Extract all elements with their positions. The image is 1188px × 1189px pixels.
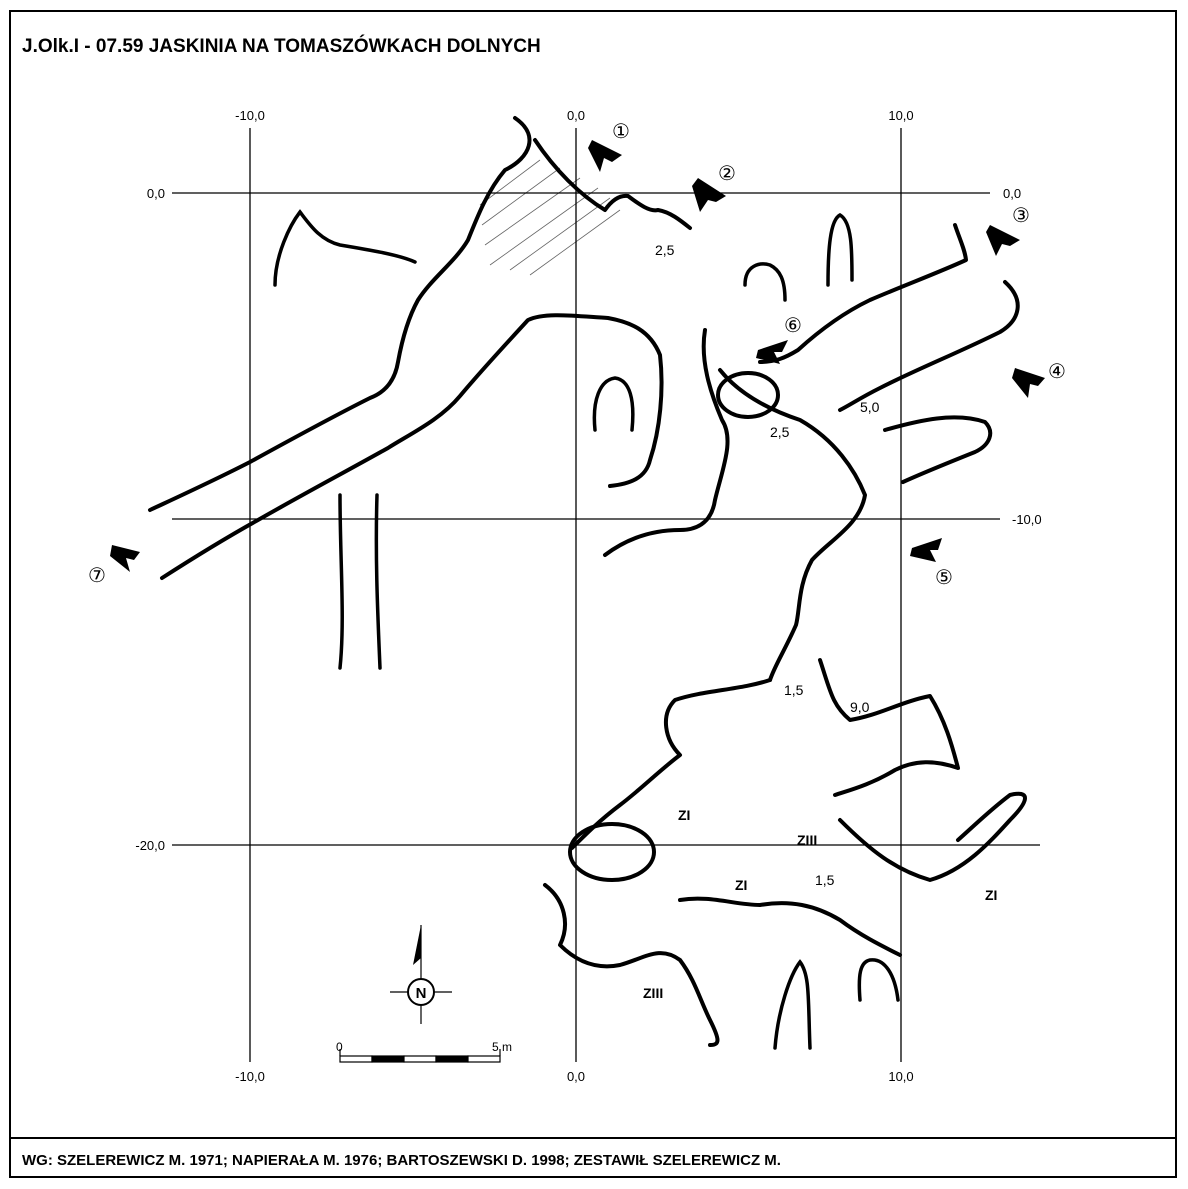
zone-label-1: ZI bbox=[678, 807, 690, 823]
map-title: J.Olk.I - 07.59 JASKINIA NA TOMASZÓWKACH… bbox=[22, 35, 541, 57]
entrance-label-5: ⑤ bbox=[935, 567, 953, 589]
y-tick-left-1: 0,0 bbox=[147, 186, 165, 201]
passage-southwest-loop bbox=[570, 678, 772, 850]
cave-passages bbox=[148, 116, 1027, 1047]
cross-section-7 bbox=[857, 958, 900, 1002]
zone-labels: ZI ZIII ZI ZI ZIII bbox=[643, 807, 997, 1001]
entrance-arrow-7 bbox=[110, 545, 140, 572]
passage-central-east bbox=[718, 368, 867, 682]
x-tick-bottom-3: 10,0 bbox=[888, 1069, 913, 1084]
cross-section-6 bbox=[773, 959, 812, 1050]
entrance-arrow-5 bbox=[910, 538, 942, 562]
entrance-arrows bbox=[110, 140, 1045, 572]
zone-label-3: ZI bbox=[735, 877, 747, 893]
y-tick-left-2: -20,0 bbox=[135, 838, 165, 853]
entrance-arrow-1 bbox=[588, 140, 622, 172]
y-tick-right-2: -10,0 bbox=[1012, 512, 1042, 527]
north-label: N bbox=[416, 985, 427, 1002]
passage-west-lower-wall bbox=[160, 313, 664, 580]
zone-label-2: ZIII bbox=[797, 832, 817, 848]
depth-label-5: 9,0 bbox=[850, 699, 870, 715]
cross-section-2 bbox=[743, 262, 787, 302]
pillar-east-1 bbox=[716, 371, 780, 419]
y-tick-right-1: 0,0 bbox=[1003, 186, 1021, 201]
x-tick-top-2: 0,0 bbox=[567, 108, 585, 123]
scale-start-label: 0 bbox=[336, 1040, 343, 1054]
depth-label-2: 2,5 bbox=[770, 424, 790, 440]
passage-south-branch bbox=[818, 658, 960, 797]
entrance-labels: ① ② ③ ④ ⑤ ⑥ ⑦ bbox=[88, 121, 1066, 589]
entrance-label-2: ② bbox=[718, 163, 736, 185]
zone-label-4: ZI bbox=[985, 887, 997, 903]
depth-label-1: 2,5 bbox=[655, 242, 675, 258]
passage-east-loop bbox=[838, 280, 1020, 412]
passage-east-wall bbox=[758, 223, 968, 364]
passage-south-middle bbox=[678, 896, 902, 957]
depth-label-6: 1,5 bbox=[815, 872, 835, 888]
pillar-south-1 bbox=[568, 822, 656, 882]
passage-east-lower bbox=[883, 415, 993, 484]
grid-labels: -10,0 0,0 10,0 0,0 -20,0 0,0 -10,0 -10,0… bbox=[135, 108, 1041, 1084]
x-tick-top-1: -10,0 bbox=[235, 108, 265, 123]
cross-section-1 bbox=[273, 209, 417, 287]
entrance-label-6: ⑥ bbox=[784, 315, 802, 337]
north-circle bbox=[407, 978, 435, 1006]
passage-north-wall bbox=[533, 138, 692, 230]
depth-label-4: 1,5 bbox=[784, 682, 804, 698]
zone-label-5: ZIII bbox=[643, 985, 663, 1001]
passage-west-upper-wall bbox=[148, 116, 532, 512]
map-frame bbox=[9, 10, 1177, 1178]
entrance-arrow-4 bbox=[1012, 368, 1045, 398]
cross-sections bbox=[273, 209, 900, 1050]
scale-end-label: 5 m bbox=[492, 1040, 512, 1054]
credits-text: WG: SZELEREWICZ M. 1971; NAPIERAŁA M. 19… bbox=[22, 1152, 781, 1169]
north-arrow: N bbox=[390, 925, 452, 1024]
x-tick-bottom-1: -10,0 bbox=[235, 1069, 265, 1084]
entrance-arrow-6 bbox=[756, 340, 788, 364]
entrance-label-3: ③ bbox=[1012, 205, 1030, 227]
x-tick-bottom-2: 0,0 bbox=[567, 1069, 585, 1084]
x-tick-top-3: 10,0 bbox=[888, 108, 913, 123]
passage-south-lower bbox=[543, 883, 720, 1047]
cross-section-4 bbox=[592, 376, 635, 432]
entrance-hatch bbox=[479, 159, 621, 276]
entrance-label-4: ④ bbox=[1048, 361, 1066, 383]
passage-central-west bbox=[603, 328, 730, 557]
entrance-label-1: ① bbox=[612, 121, 630, 143]
depth-labels: 2,5 2,5 5,0 1,5 9,0 1,5 bbox=[655, 242, 880, 888]
passage-southeast-long bbox=[838, 791, 1027, 882]
entrance-arrow-2 bbox=[692, 178, 726, 212]
scale-bar: 0 5 m bbox=[336, 1040, 512, 1063]
cross-section-5 bbox=[338, 493, 382, 670]
cross-section-3 bbox=[826, 213, 854, 287]
entrance-arrow-3 bbox=[986, 225, 1020, 256]
depth-label-3: 5,0 bbox=[860, 399, 880, 415]
entrance-label-7: ⑦ bbox=[88, 565, 106, 587]
